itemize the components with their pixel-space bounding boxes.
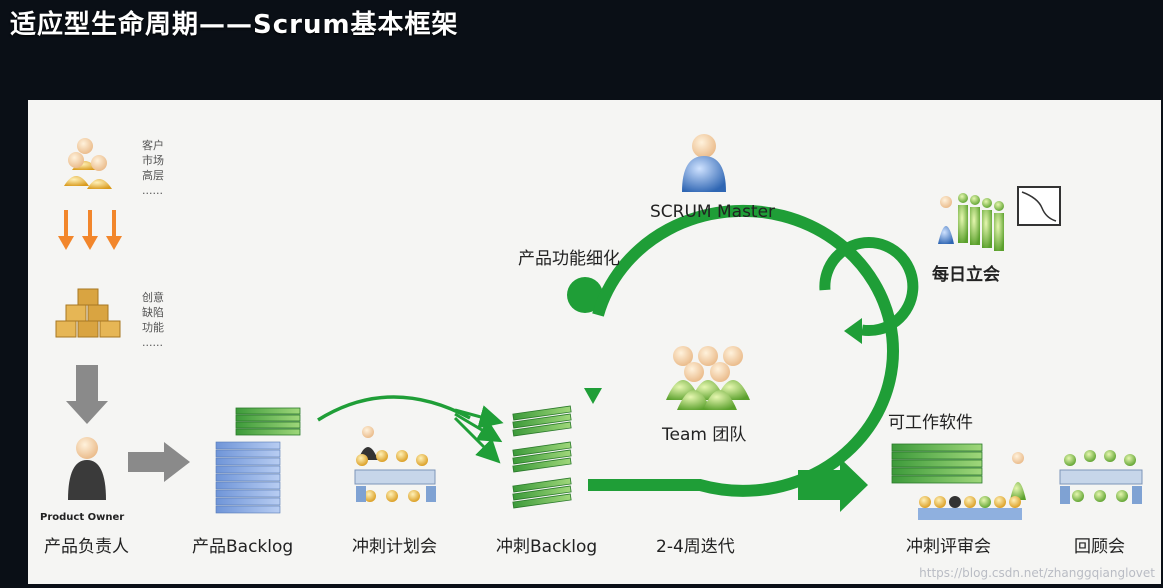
refinement-label: 产品功能细化 — [518, 249, 620, 269]
gray-right-arrow — [128, 442, 190, 482]
sprint-review-label: 冲刺评审会 — [906, 537, 991, 557]
sprint-cycle — [567, 204, 899, 512]
slide-title: 适应型生命周期——Scrum基本框架 — [10, 10, 459, 40]
daily-standup-label: 每日立会 — [932, 265, 1000, 285]
working-software-label: 可工作软件 — [888, 413, 973, 433]
scrum-master-label: SCRUM Master — [650, 202, 776, 222]
ideas-boxes-icon — [55, 288, 121, 338]
scrum-master-person-icon — [682, 134, 726, 192]
watermark: https://blog.csdn.net/zhanggqianglovet — [919, 566, 1155, 580]
product-backlog-stack-icon — [215, 407, 301, 514]
flow-arc — [317, 395, 471, 422]
sprint-review-people-icon — [918, 452, 1026, 520]
branch-arrows — [453, 405, 504, 464]
customers-people-icon — [64, 138, 112, 189]
note-line: 功能 — [142, 321, 164, 334]
sprint-backlog-label: 冲刺Backlog — [496, 537, 598, 557]
product-owner-label: 产品负责人 — [44, 537, 129, 557]
ideas-note: 创意 缺陷 功能 ...... — [142, 290, 164, 350]
customers-note: 客户 市场 高层 ...... — [142, 138, 164, 198]
note-line: 创意 — [142, 291, 164, 304]
note-line: 缺陷 — [142, 306, 164, 319]
team-people-icon — [666, 346, 750, 410]
to-working-software-arrow — [798, 458, 868, 512]
daily-standup-people-icon — [938, 193, 1004, 251]
product-backlog-label: 产品Backlog — [192, 537, 294, 557]
burndown-chart-icon — [1017, 186, 1061, 226]
product-owner-en-label: Product Owner — [40, 512, 125, 523]
note-line: 市场 — [142, 154, 164, 167]
working-software-stack-icon — [891, 443, 983, 484]
product-owner-person-icon — [68, 437, 106, 500]
iteration-label: 2-4周迭代 — [656, 537, 735, 557]
gray-down-arrow — [66, 365, 108, 424]
team-label: Team 团队 — [662, 425, 747, 445]
sprint-planning-label: 冲刺计划会 — [352, 537, 437, 557]
retrospective-meeting-icon — [1059, 450, 1143, 504]
sprint-backlog-stack-icon — [512, 405, 572, 509]
sprint-planning-meeting-icon — [354, 426, 436, 502]
orange-down-arrows — [58, 210, 122, 250]
note-line: 高层 — [142, 169, 164, 182]
note-line: 客户 — [142, 139, 164, 152]
note-line: ...... — [142, 184, 163, 197]
retrospective-label: 回顾会 — [1074, 537, 1125, 557]
note-line: ...... — [142, 336, 163, 349]
daily-cycle — [819, 237, 919, 344]
